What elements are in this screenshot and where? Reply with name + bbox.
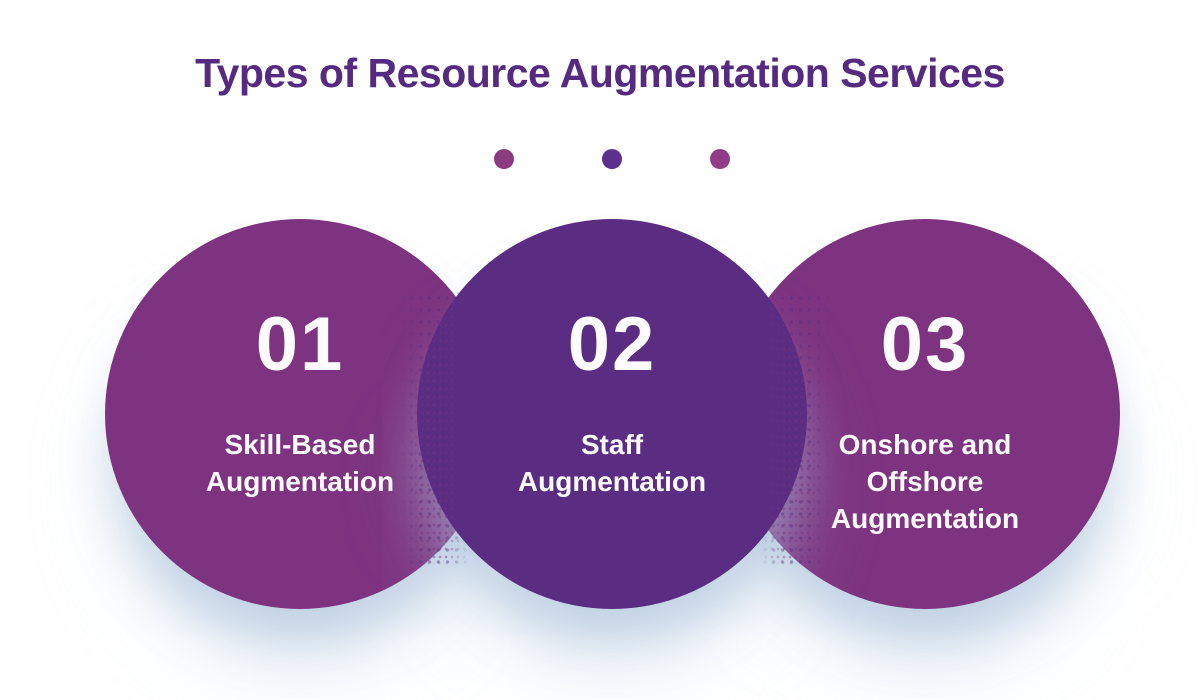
page-title: Types of Resource Augmentation Services: [195, 50, 1005, 96]
item-label: Onshore and Offshore Augmentation: [830, 429, 1020, 534]
decorative-dot-icon: [602, 149, 622, 169]
decorative-dots-row: [494, 149, 730, 169]
item-number: 01: [255, 302, 345, 387]
service-circle-staff: 02 Staff Augmentation: [417, 219, 807, 609]
item-number: 02: [567, 302, 657, 387]
speckle-texture-right: [760, 292, 832, 564]
item-label: Skill-Based Augmentation: [205, 429, 395, 497]
decorative-dot-icon: [494, 149, 514, 169]
item-number: 03: [880, 302, 970, 387]
speckle-texture-left: [398, 292, 470, 564]
item-label: Staff Augmentation: [517, 429, 707, 497]
decorative-dot-icon: [710, 149, 730, 169]
